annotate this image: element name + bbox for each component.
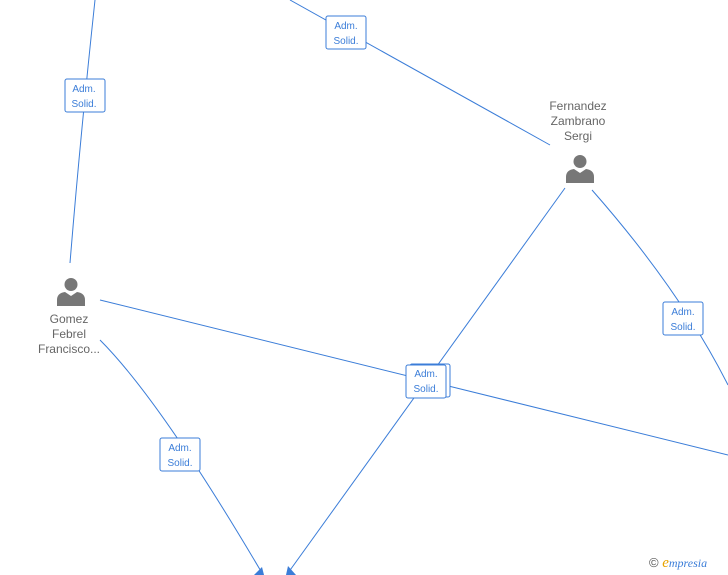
person-name-line2: Zambrano <box>551 114 606 128</box>
relation-label-bottom-left[interactable]: Adm. Solid. <box>159 437 201 472</box>
arrow-head-right <box>286 566 296 575</box>
arrow-head-left <box>254 567 264 575</box>
label-line2: Solid. <box>71 99 96 110</box>
empresia-watermark: © empresia <box>649 555 707 572</box>
label-line2: Solid. <box>167 458 192 469</box>
edge-top-left <box>69 0 96 264</box>
relation-label-top-center[interactable]: Adm. Solid. <box>325 15 367 50</box>
label-line1: Adm. <box>671 307 694 318</box>
relation-label-center[interactable]: Adm. Solid. <box>405 363 451 399</box>
label-line1: Adm. <box>414 369 437 380</box>
person-name-line2: Febrel <box>52 327 86 341</box>
person-name-line1: Fernandez <box>549 99 606 113</box>
person-icon <box>566 155 594 183</box>
person-name-line1: Gomez <box>50 312 89 326</box>
label-line2: Solid. <box>670 322 695 333</box>
person-node-gomez[interactable]: Gomez Febrel Francisco... <box>38 278 100 356</box>
relation-label-top-left[interactable]: Adm. Solid. <box>64 78 106 113</box>
copyright-icon: © <box>649 555 659 570</box>
label-line1: Adm. <box>334 21 357 32</box>
edge-gomez-to-bottom <box>99 339 263 574</box>
label-line1: Adm. <box>72 84 95 95</box>
relation-label-right[interactable]: Adm. Solid. <box>662 301 704 336</box>
brand-name: mpresia <box>668 556 708 570</box>
edges <box>69 0 728 574</box>
person-name-line3: Sergi <box>564 129 592 143</box>
person-name-line3: Francisco... <box>38 342 100 356</box>
person-icon <box>57 278 85 306</box>
label-line2: Solid. <box>333 36 358 47</box>
person-node-fernandez[interactable]: Fernandez Zambrano Sergi <box>549 99 607 183</box>
label-line1: Adm. <box>168 443 191 454</box>
brand-initial: e <box>662 555 669 571</box>
label-line2: Solid. <box>413 384 438 395</box>
edge-fernandez-to-right <box>591 189 728 386</box>
